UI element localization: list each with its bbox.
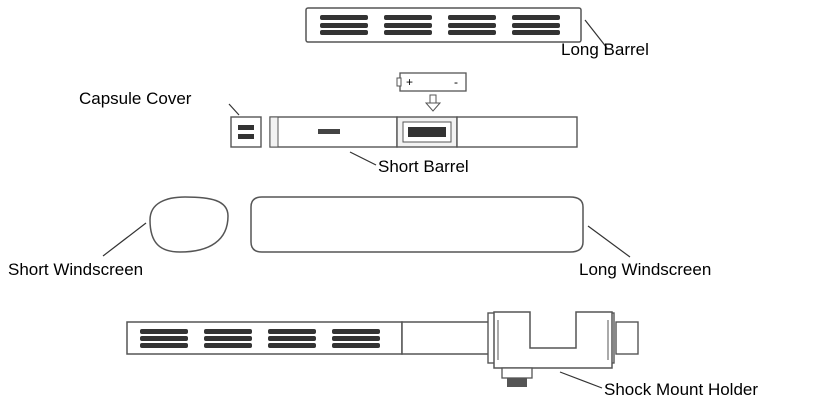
- short-windscreen-leader: [102, 222, 147, 257]
- long-windscreen-label: Long Windscreen: [579, 260, 712, 279]
- capsule-cover-leader: [228, 103, 240, 116]
- capsule-cover: [230, 116, 262, 148]
- capsule-cover-label: Capsule Cover: [79, 89, 192, 108]
- short-windscreen-label: Short Windscreen: [8, 260, 144, 279]
- long-windscreen: [250, 196, 584, 253]
- shock-mount: [487, 311, 615, 387]
- long-barrel-label: Long Barrel: [561, 40, 649, 59]
- long-windscreen-leader: [587, 225, 631, 258]
- long-barrel: [305, 7, 582, 43]
- shock-mount-holder-leader: [559, 371, 603, 389]
- battery-plus-sign: +: [406, 75, 413, 89]
- battery: + -: [396, 72, 467, 92]
- shock-mount-holder-label: Shock Mount Holder: [604, 380, 759, 399]
- assembled-microphone: [126, 321, 639, 355]
- short-barrel: [269, 116, 578, 148]
- short-barrel-leader: [349, 151, 377, 166]
- down-arrow-icon: [424, 94, 442, 112]
- short-barrel-label: Short Barrel: [378, 157, 469, 176]
- short-windscreen: [149, 196, 229, 253]
- long-barrel-leader: [584, 19, 608, 49]
- battery-minus-sign: -: [454, 75, 458, 89]
